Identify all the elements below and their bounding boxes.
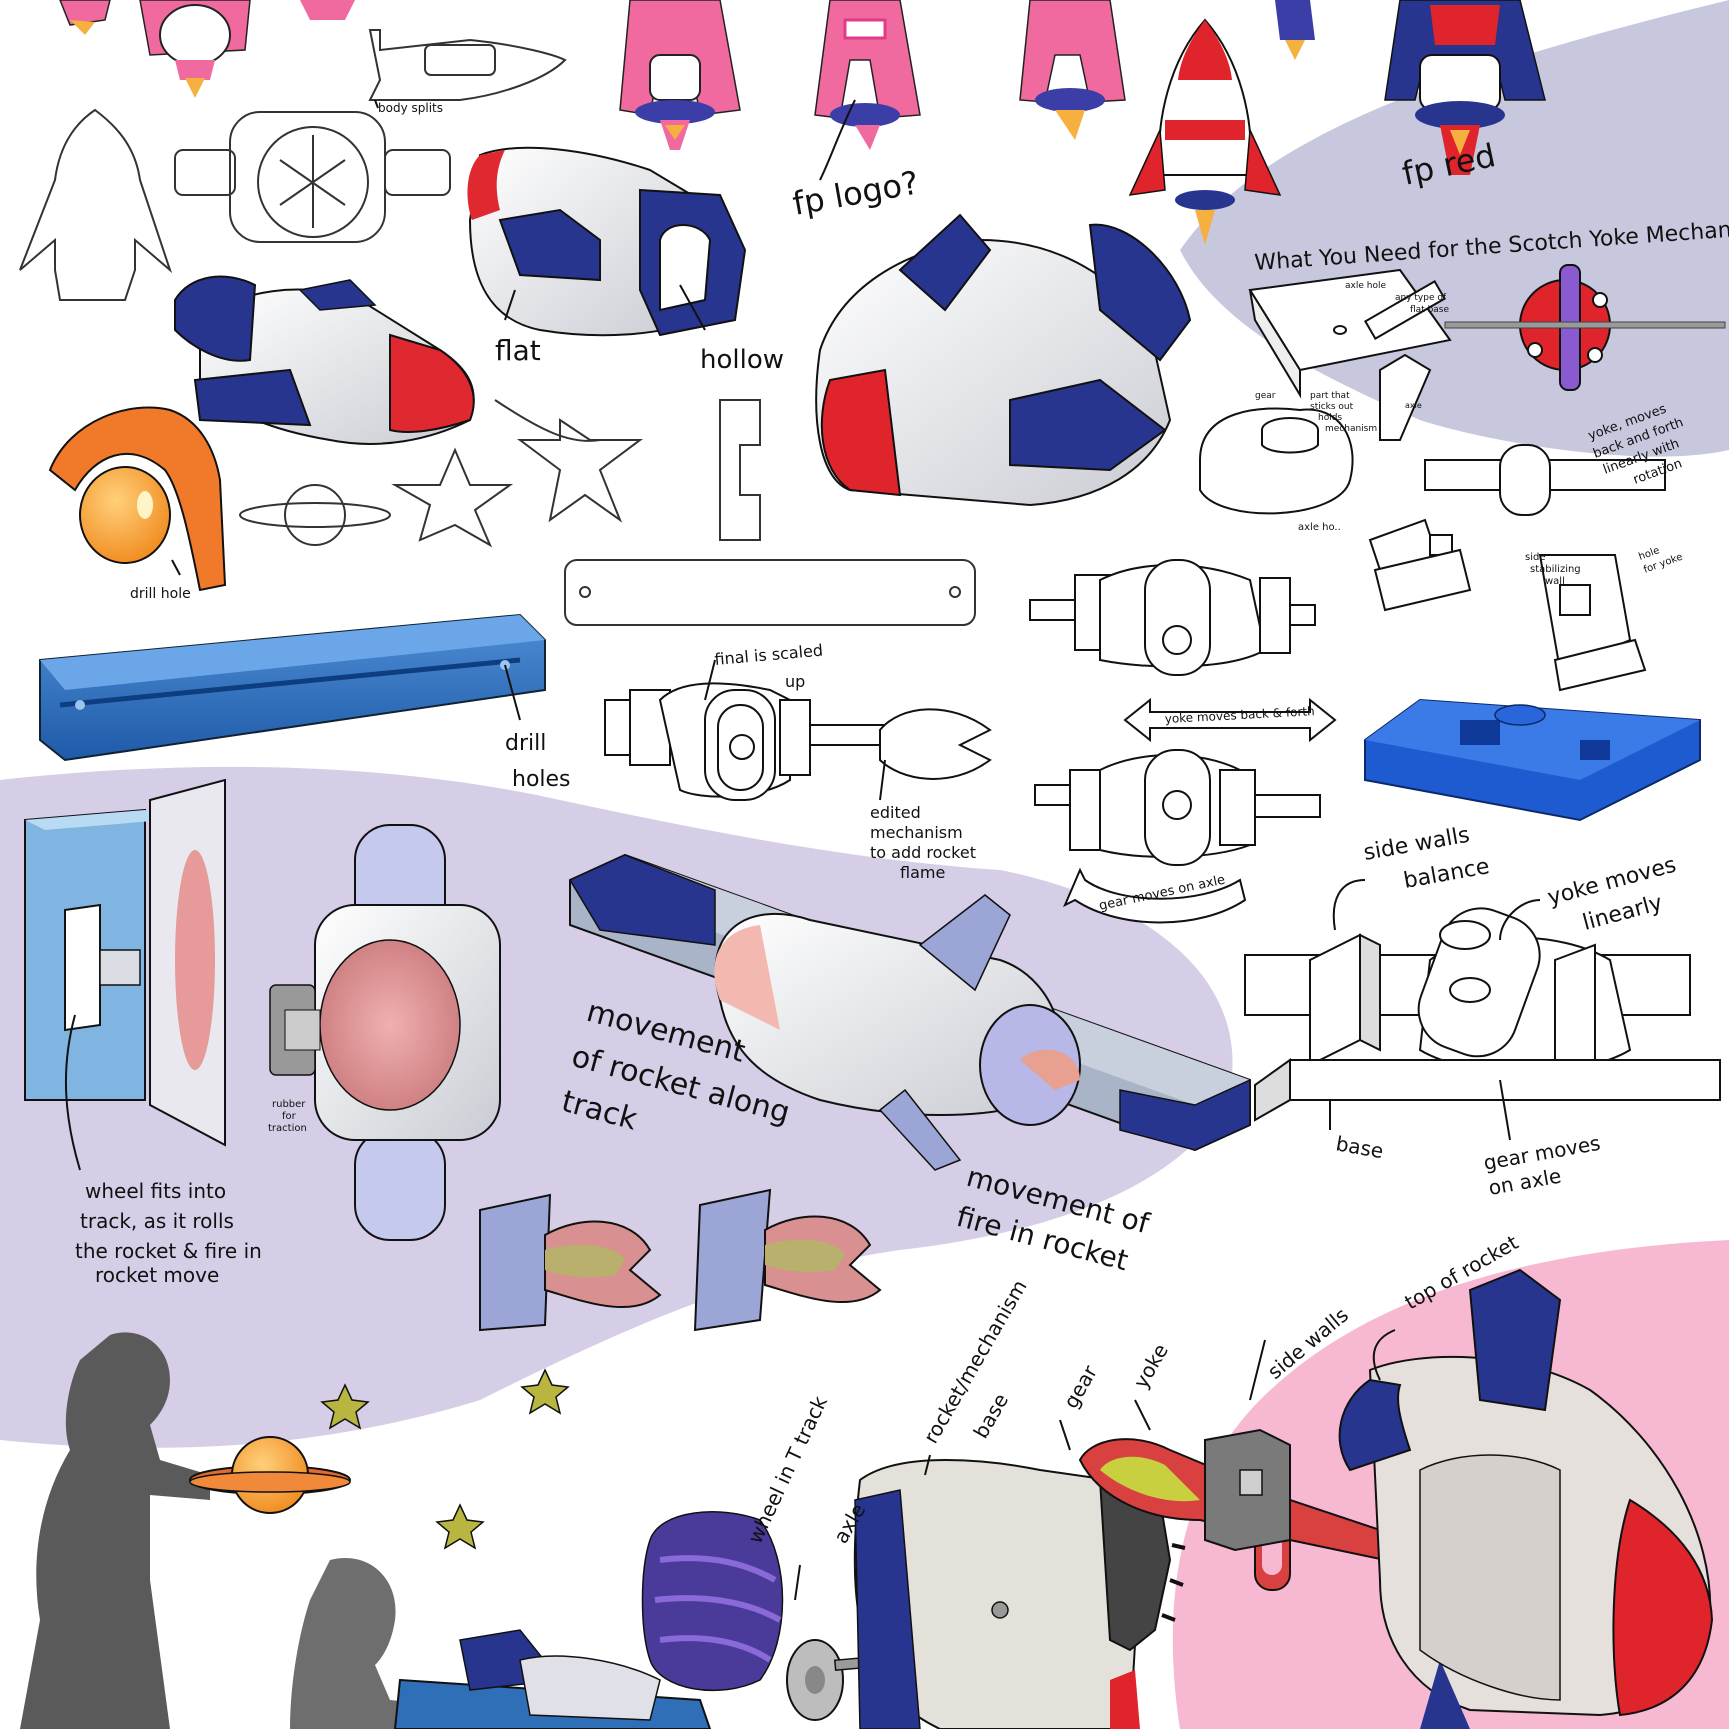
wheel-part (641, 1511, 784, 1692)
label-gear-low: gear (1059, 1360, 1103, 1412)
label-part-4: mechanism (1325, 424, 1377, 434)
top-shell-part (1338, 1268, 1714, 1729)
label-edited-4: flame (900, 863, 945, 882)
label-flat-base-2: flat base (1410, 305, 1449, 315)
label-final-up: up (785, 672, 805, 691)
star-decorations (320, 1368, 570, 1550)
track-wheel-render (24, 778, 226, 1147)
flame-pieces (479, 1188, 882, 1332)
outline-sketches (19, 29, 976, 626)
lavender-region (0, 766, 1233, 1448)
character-8 (1384, 0, 1546, 175)
exploded-model (641, 1268, 1714, 1729)
label-wheel-fits-2: track, as it rolls (80, 1209, 234, 1233)
label-rubber-1: rubber (272, 1099, 306, 1110)
label-part-2: sticks out (1310, 402, 1354, 412)
label-edited-3: to add rocket (870, 843, 976, 862)
label-hollow: hollow (700, 345, 784, 375)
character-3 (300, 0, 355, 20)
planet-piece (48, 406, 227, 592)
label-fp-logo: fp logo? (790, 163, 922, 222)
label-drill: drill (505, 731, 546, 756)
label-base: base (1334, 1131, 1385, 1163)
label-wheel-fits-4: rocket move (95, 1263, 219, 1287)
label-part-1: part that (1310, 391, 1350, 401)
label-gear: gear (1255, 391, 1276, 401)
label-axle: axle (1405, 401, 1422, 410)
base-part (853, 1459, 1142, 1729)
label-side-1: side (1525, 552, 1546, 563)
yoke-top-right (1029, 559, 1316, 676)
motion-arrows (1063, 697, 1337, 924)
rocket-character-sketches (59, 0, 1546, 245)
character-6 (1019, 0, 1126, 140)
label-holes: holes (512, 767, 571, 792)
character-4 (619, 0, 741, 150)
label-part-3: holds (1318, 413, 1342, 423)
scotch-yoke-parts (1199, 268, 1666, 692)
wheel-front-render (269, 824, 501, 1241)
character-2 (139, 0, 251, 98)
label-axle-hole: axle hole (1345, 281, 1386, 291)
character-7 (1275, 0, 1315, 60)
label-drill-hole: drill hole (130, 586, 191, 602)
label-yoke-low: yoke (1129, 1340, 1173, 1393)
label-side-3: wall (1545, 576, 1565, 587)
label-edited-2: mechanism (870, 823, 963, 842)
rocket-render-large (815, 213, 1192, 507)
label-rubber-3: traction (268, 1123, 307, 1134)
red-rocket-character (1128, 18, 1282, 245)
gear-disc-red (1444, 264, 1726, 391)
label-wheel-t-track: wheel in T track (743, 1392, 832, 1547)
label-final-scaled: final is scaled (714, 641, 824, 669)
character-5 (814, 0, 921, 150)
annotation-leaders (64, 99, 1541, 1601)
label-flat-base-1: any type of (1395, 293, 1447, 303)
rocket-toy (393, 1629, 712, 1729)
child-silhouettes (20, 1332, 712, 1729)
label-body-splits: body splits (378, 101, 443, 115)
label-axle-hole-short: axle ho.. (1298, 522, 1341, 533)
yoke-drawings (604, 264, 1726, 1122)
yoke-large-lower (1244, 907, 1721, 1122)
label-wheel-fits-3: the rocket & fire in (75, 1239, 262, 1263)
blue-print-mechanism (1364, 698, 1701, 822)
label-rocket-base-2: base (969, 1389, 1014, 1442)
blue-track (39, 613, 546, 762)
label-side-walls-2: balance (1402, 854, 1492, 894)
label-wheel-fits-1: wheel fits into (85, 1179, 226, 1203)
rocket-render-middle (467, 146, 747, 337)
planet-toy (189, 1436, 351, 1514)
rocket-render-left (174, 275, 475, 445)
label-rubber-2: for (282, 1111, 297, 1122)
label-edited-1: edited (870, 803, 921, 822)
yoke-middle-right (1034, 749, 1321, 866)
label-flat: flat (495, 334, 541, 367)
label-side-2: stabilizing (1530, 564, 1581, 575)
character-1 (59, 0, 111, 35)
rocket-on-track-render (568, 853, 1251, 1171)
yoke-final-scaled (604, 682, 992, 801)
